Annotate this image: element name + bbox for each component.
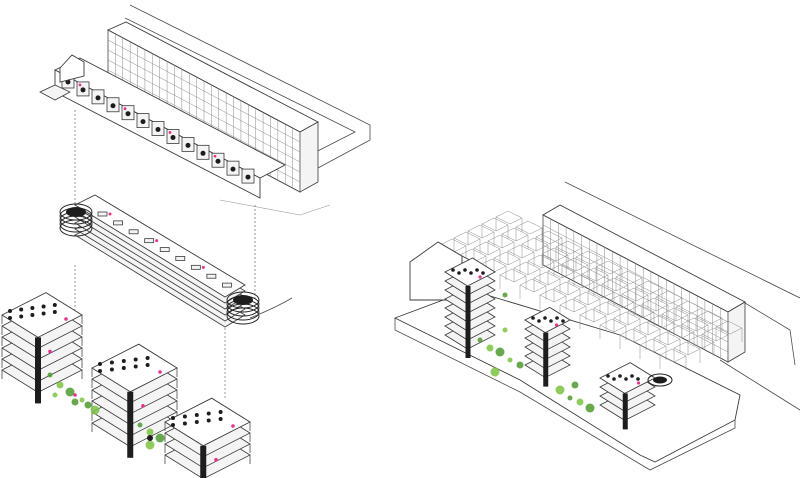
assembled-axonometric bbox=[393, 181, 800, 471]
lower-block-2 bbox=[91, 343, 178, 458]
lower-blocks-with-vegetation bbox=[1, 292, 251, 478]
structural-frame-lattice bbox=[439, 210, 743, 370]
vegetation-right bbox=[477, 292, 595, 413]
lower-block-3 bbox=[164, 397, 251, 478]
site-context-lines-right bbox=[564, 181, 800, 411]
vegetation-left bbox=[47, 372, 165, 450]
exploded-axonometric bbox=[1, 4, 371, 478]
unit-cells-row bbox=[61, 73, 255, 184]
inner-towers bbox=[444, 257, 673, 430]
projection-lines bbox=[74, 110, 256, 400]
upper-level-units bbox=[39, 21, 319, 199]
ring-floorplates bbox=[59, 194, 293, 328]
lower-block-1 bbox=[1, 292, 83, 404]
